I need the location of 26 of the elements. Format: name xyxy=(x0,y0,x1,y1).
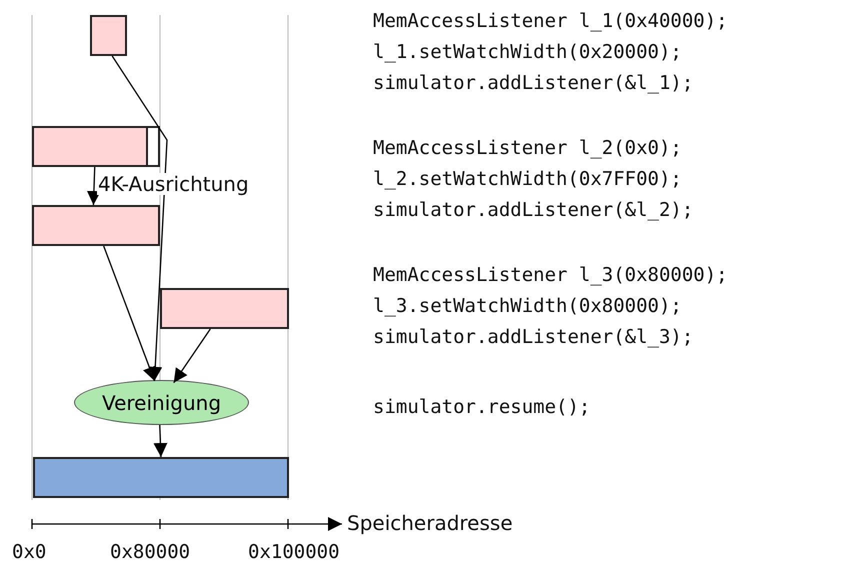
code-line: MemAccessListener l_1(0x40000); xyxy=(373,12,728,31)
code-line: MemAccessListener l_2(0x0); xyxy=(373,139,682,158)
memory-range-bar xyxy=(32,205,160,246)
code-line: MemAccessListener l_3(0x80000); xyxy=(373,266,728,285)
axis-title: Speicheradresse xyxy=(347,513,513,533)
code-line: simulator.resume(); xyxy=(373,398,590,417)
code-line: l_3.setWatchWidth(0x80000); xyxy=(373,297,682,316)
code-line: l_2.setWatchWidth(0x7FF00); xyxy=(373,170,682,189)
edge-label: 4K-Ausrichtung xyxy=(97,173,250,195)
arrow xyxy=(173,328,211,384)
arrow xyxy=(86,166,101,206)
arrow xyxy=(112,56,168,381)
tick-label: 0x80000 xyxy=(110,543,190,562)
memory-range-bar xyxy=(32,126,160,167)
merged-range-bar xyxy=(33,457,289,498)
arrow xyxy=(153,424,168,458)
code-line: simulator.addListener(&l_1); xyxy=(373,74,694,93)
merge-ellipse: Vereinigung xyxy=(74,380,249,425)
code-line: simulator.addListener(&l_3); xyxy=(373,328,694,347)
tick-label: 0x100000 xyxy=(248,543,340,562)
code-line: simulator.addListener(&l_2); xyxy=(373,201,694,220)
tick-label: 0x0 xyxy=(12,543,46,562)
code-line: l_1.setWatchWidth(0x20000); xyxy=(373,43,682,62)
arrow xyxy=(103,246,156,382)
memory-range-bar xyxy=(160,288,289,329)
memory-block xyxy=(90,15,127,56)
